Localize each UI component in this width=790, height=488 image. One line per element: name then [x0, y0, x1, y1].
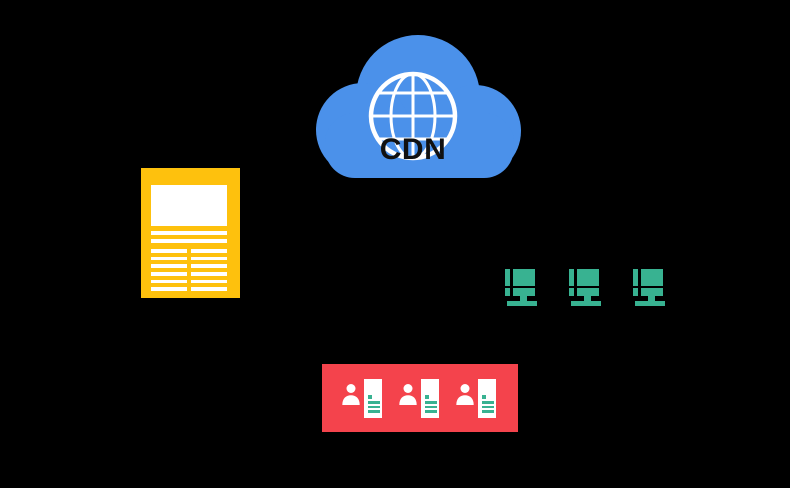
desktop-server-icon — [633, 269, 665, 306]
origin-document-icon — [141, 168, 240, 298]
user-icon — [456, 384, 474, 405]
card-accent-square — [368, 395, 372, 399]
cdn-label: CDN — [379, 133, 447, 166]
user-icon — [342, 384, 360, 405]
desktop-server-icon — [505, 269, 537, 306]
document-text-column — [191, 249, 227, 291]
document-text-line — [151, 231, 227, 235]
document-text-column — [151, 249, 187, 291]
globe-icon — [368, 71, 458, 161]
profile-card-icon — [421, 379, 439, 418]
document-hero-block — [151, 185, 227, 226]
cdn-cloud-node: CDN — [313, 35, 523, 178]
user-icon — [399, 384, 417, 405]
card-accent-square — [482, 395, 486, 399]
card-accent-square — [425, 395, 429, 399]
profile-card-icon — [364, 379, 382, 418]
clients-panel — [322, 364, 518, 432]
document-text-line — [151, 239, 227, 243]
client-item — [456, 364, 496, 432]
client-item — [342, 364, 382, 432]
desktop-server-icon — [569, 269, 601, 306]
profile-card-icon — [478, 379, 496, 418]
client-item — [399, 364, 439, 432]
